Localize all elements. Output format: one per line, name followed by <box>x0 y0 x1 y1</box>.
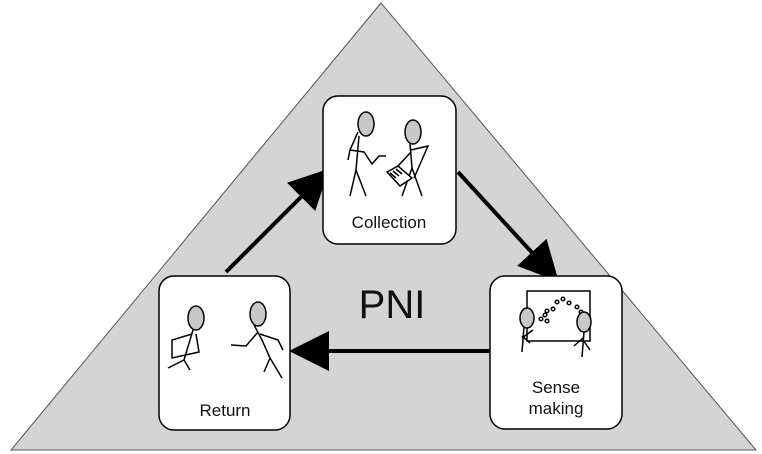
node-collection-label: Collection <box>352 213 427 232</box>
person-figure-icon <box>230 301 284 379</box>
person-figure-icon <box>167 305 205 371</box>
node-sense-making: Sense making <box>489 275 623 430</box>
node-collection: Collection <box>322 95 457 245</box>
person-figure-icon <box>347 111 386 197</box>
person-figure-icon <box>519 307 535 353</box>
person-figure-icon <box>573 311 592 358</box>
node-return: Return <box>158 275 291 431</box>
node-sense-making-label-line2: making <box>529 399 584 418</box>
node-return-label: Return <box>199 401 250 420</box>
arrow-return-to-collection <box>224 168 330 274</box>
center-label: PNI <box>359 283 426 327</box>
node-sense-making-label-line1: Sense <box>532 378 580 397</box>
arrow-collection-to-sense-making <box>456 170 559 282</box>
person-with-clipboard-icon <box>385 119 430 197</box>
